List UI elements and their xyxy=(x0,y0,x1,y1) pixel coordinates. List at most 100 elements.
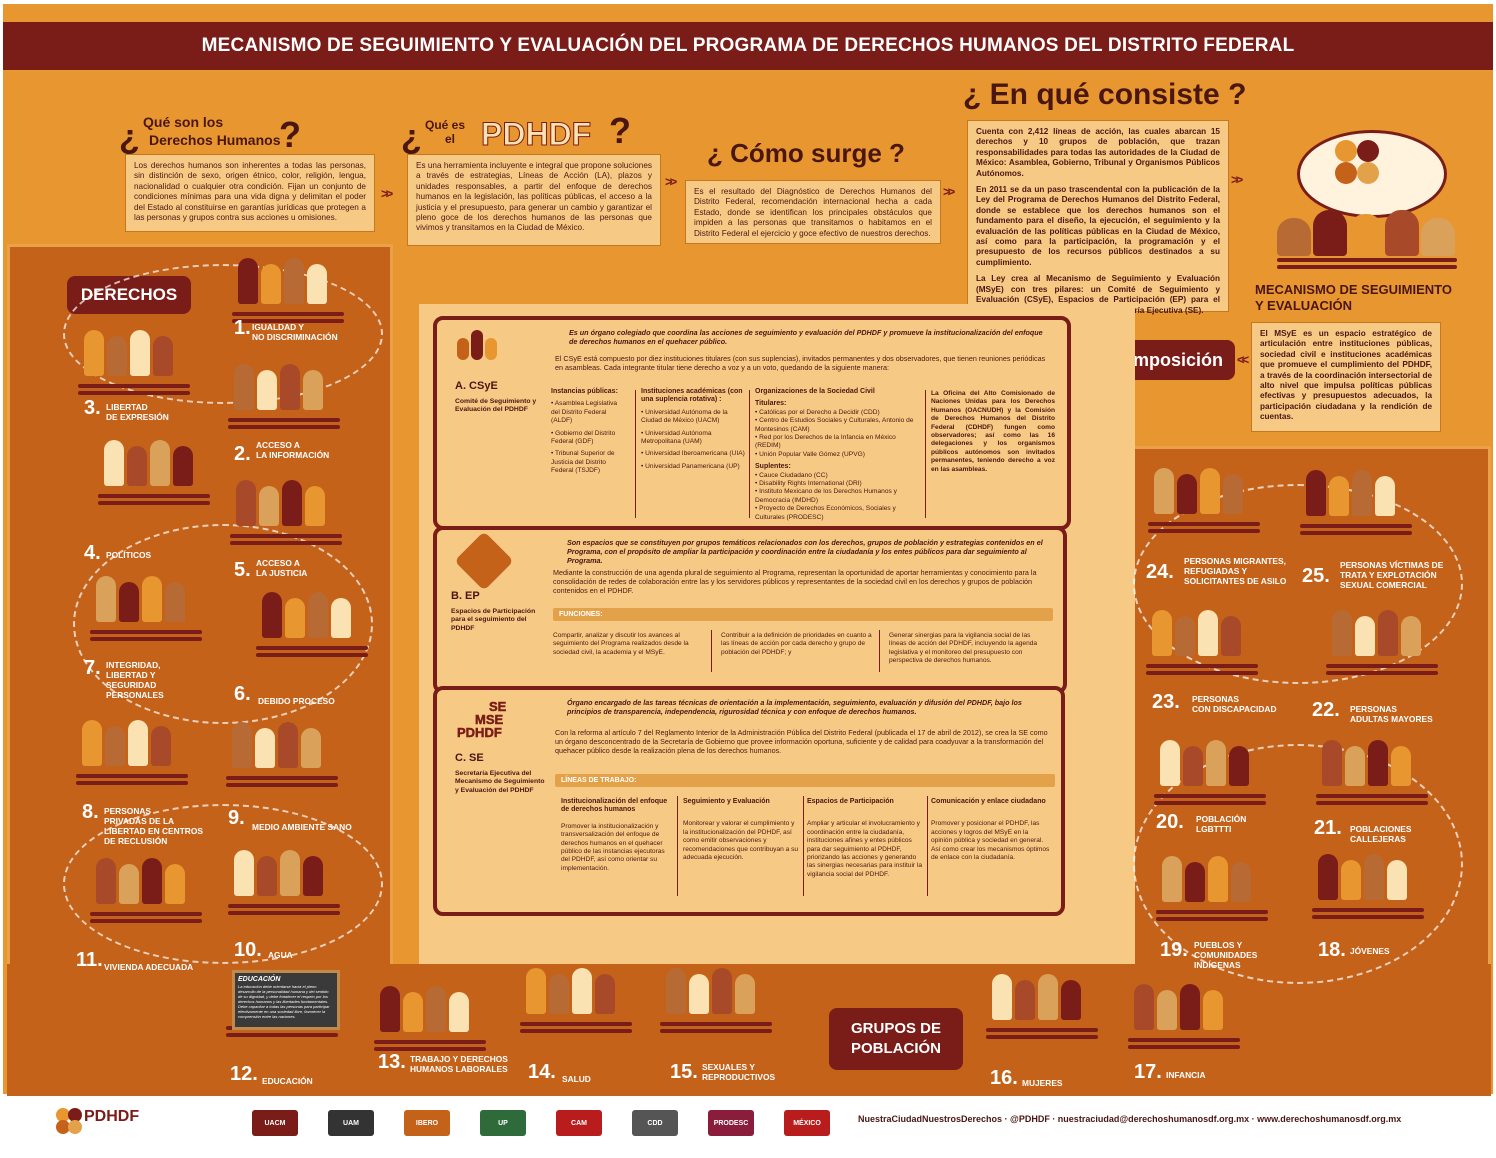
csye-col1-item: • Tribunal Superior de Justicia del Dist… xyxy=(551,450,615,475)
platform xyxy=(228,425,340,429)
csye-col3-item-text: Cauce Ciudadano (CC) xyxy=(759,471,828,479)
csye-col3-item: • Católicas por el Derecho a Decidir (CD… xyxy=(755,408,880,416)
divider xyxy=(749,390,750,518)
csye-col3-item: • Instituto Mexicano de los Derechos Hum… xyxy=(755,488,897,504)
item-label-line: PERSONAS VÍCTIMAS DE xyxy=(1340,560,1444,570)
msye-text: El MSyE es un espacio estratégico de art… xyxy=(1251,322,1441,432)
heart-hands-icon xyxy=(666,968,766,1020)
item-number: 18. xyxy=(1318,939,1346,961)
youth-icon xyxy=(1318,854,1418,906)
item-label-line: INTEGRIDAD, xyxy=(106,660,161,670)
divider xyxy=(879,630,880,672)
item-number: 5. xyxy=(234,559,251,581)
item-label-line: EDUCACIÓN xyxy=(262,1076,313,1086)
item-label-line: SEXUALES Y xyxy=(702,1062,755,1072)
item-label-line: VIVIENDA ADECUADA xyxy=(104,962,194,972)
item-number: 1. xyxy=(234,317,251,339)
stop-hand-icon xyxy=(1306,470,1406,522)
path-decoration xyxy=(1133,484,1463,684)
platform xyxy=(226,776,338,780)
platform xyxy=(986,1035,1098,1039)
csye-col2-item-text: Universidad Autónoma de la Ciudad de Méx… xyxy=(641,408,728,425)
platform xyxy=(76,774,188,778)
q1-text: Los derechos humanos son inherentes a to… xyxy=(125,154,375,232)
csye-col3-title: Organizaciones de la Sociedad Civil xyxy=(755,388,875,395)
elderly-icon xyxy=(1332,610,1432,662)
path-decoration xyxy=(63,264,383,404)
se-label: C. SE xyxy=(455,752,484,764)
platform xyxy=(374,1040,486,1044)
csye-col3-item: • Red por los Derechos de la Infancia en… xyxy=(755,434,896,450)
platform xyxy=(1156,910,1268,914)
divider xyxy=(635,390,636,518)
partner-logo: UAM xyxy=(328,1110,374,1136)
item-label: SALUD xyxy=(562,1074,591,1084)
item-label: DEBIDO PROCESO xyxy=(258,696,335,706)
item-label-line: LA JUSTICIA xyxy=(256,568,308,578)
item-label-line: POLÍTICOS xyxy=(106,550,152,560)
msye-illustration xyxy=(1271,130,1467,280)
csye-col3-item-text: Disability Rights International (DRI) xyxy=(759,480,862,488)
se-line-2-title: Seguimiento y Evaluación xyxy=(683,798,770,805)
platform xyxy=(1128,1045,1240,1049)
item-label-line: SEGURIDAD xyxy=(106,680,157,690)
partner-logo: UP xyxy=(480,1110,526,1136)
water-tap-icon xyxy=(234,850,334,902)
csye-col3-item-text: Centro de Estudios Sociales y Culturales… xyxy=(755,417,914,433)
msye-title: MECANISMO DE SEGUIMIENTO Y EVALUACIÓN xyxy=(1255,282,1455,314)
item-number: 22. xyxy=(1312,699,1340,721)
se-logo-line1: SE xyxy=(489,699,507,714)
csye-col1-item-text: Gobierno del Distrito Federal (GDF) xyxy=(551,429,616,446)
item-label-line: SOLICITANTES DE ASILO xyxy=(1184,576,1287,586)
platform xyxy=(1148,522,1260,526)
platform xyxy=(1312,908,1424,912)
item-number: 8. xyxy=(82,801,99,823)
platform xyxy=(1312,915,1424,919)
csye-col3-titulares: Titulares: xyxy=(755,400,787,408)
csye-col3-item: • Cauce Ciudadano (CC) xyxy=(755,471,828,479)
divider xyxy=(711,630,712,672)
divider xyxy=(803,796,804,896)
item-number: 4. xyxy=(84,542,101,564)
q3-title: Cómo surge xyxy=(730,138,882,168)
arrow-icon: >> xyxy=(665,174,677,189)
prison-icon xyxy=(82,720,182,772)
platform xyxy=(228,904,340,908)
platform xyxy=(78,391,190,395)
se-section: SE MSE PDHDF C. SE Secretaría Ejecutiva … xyxy=(433,686,1065,916)
item-label-line: ACCESO A xyxy=(256,558,300,568)
se-line-4-title: Comunicación y enlace ciudadano xyxy=(931,798,1046,805)
se-line-1-title: Institucionalización del enfoque de dere… xyxy=(561,798,668,814)
pdhdf-logo-text: PDHDF xyxy=(84,1108,140,1125)
people-icon xyxy=(1277,206,1463,256)
item-label-line: LGBTTTI xyxy=(1196,824,1232,834)
item-label-line: PUEBLOS Y xyxy=(1194,940,1243,950)
lgbt-icon xyxy=(1160,740,1260,792)
item-label-line: COMUNIDADES xyxy=(1194,950,1258,960)
poster: MECANISMO DE SEGUIMIENTO Y EVALUACIÓN DE… xyxy=(3,4,1493,1096)
se-line-4-text: Promover y posicionar el PDHDF, las acci… xyxy=(931,820,1050,862)
platform xyxy=(520,1029,632,1033)
item-label-line: INFANCIA xyxy=(1166,1070,1206,1080)
item-label-line: INDÍGENAS xyxy=(1194,960,1241,970)
item-label: MEDIO AMBIENTE SANO xyxy=(252,822,352,832)
platform xyxy=(90,630,202,634)
csye-col3-item: • Proyecto de Derechos Económicos, Socia… xyxy=(755,505,896,521)
platform xyxy=(98,501,210,505)
women-icon xyxy=(992,974,1092,1026)
mouth-icon xyxy=(84,330,184,382)
csye-col1-item-text: Tribunal Superior de Justicia del Distri… xyxy=(551,450,615,475)
se-line-2-text: Monitorear y valorar el cumplimiento y l… xyxy=(683,820,799,862)
platform xyxy=(228,911,340,915)
item-label-line: CON DISCAPACIDAD xyxy=(1192,704,1277,714)
csye-col3-item-text: Red por los Derechos de la Infancia en M… xyxy=(755,434,896,450)
platform xyxy=(90,637,202,641)
partner-logo: UACM xyxy=(252,1110,298,1136)
item-label-line: PERSONAS xyxy=(1350,704,1398,714)
street-people-icon xyxy=(1322,740,1422,792)
csye-col3-item-text: Proyecto de Derechos Económicos, Sociale… xyxy=(755,505,896,521)
